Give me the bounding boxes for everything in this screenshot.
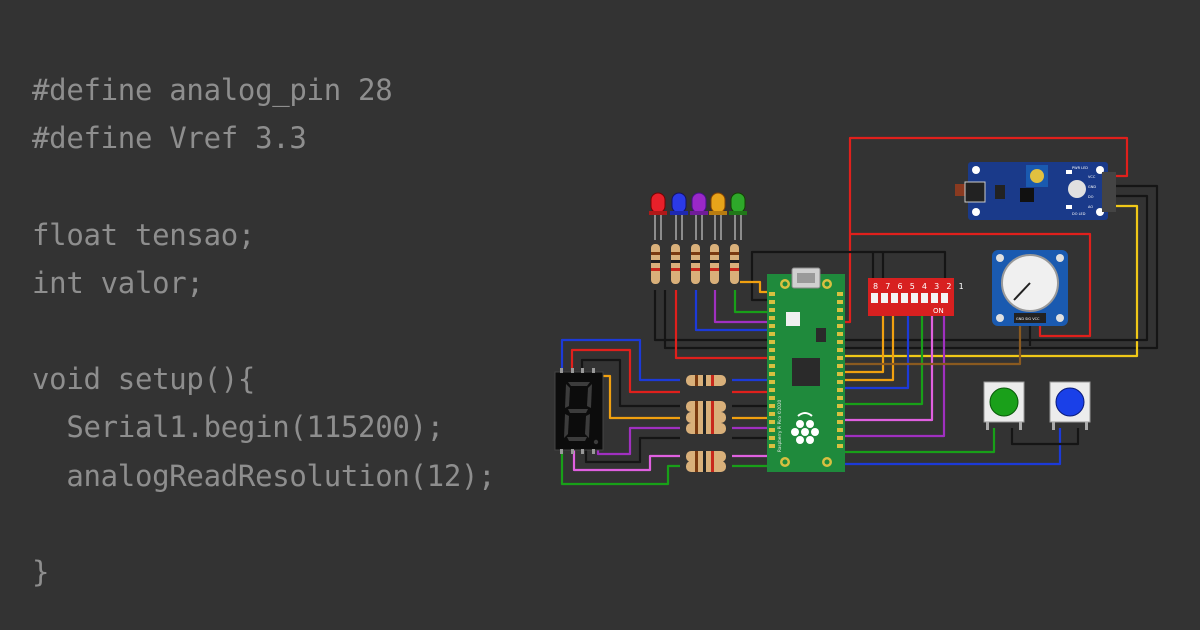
wire-black bbox=[580, 358, 680, 408]
light-sensor-module: VCC GND DO AO PWR LED DO LED bbox=[955, 162, 1116, 220]
code-line: analogReadResolution(12); bbox=[32, 458, 496, 493]
raspberry-pi-pico-board: Raspberry Pi Pico ©2020 bbox=[767, 267, 845, 472]
sensor-pin-ao: AO bbox=[1088, 205, 1093, 209]
wire-blue bbox=[838, 428, 1062, 466]
board-label: Raspberry Pi Pico ©2020 bbox=[777, 399, 782, 452]
wire-purple bbox=[838, 316, 946, 438]
dip-switch-numbers: 8 7 6 5 4 3 2 1 bbox=[873, 282, 966, 291]
wire-green bbox=[838, 316, 924, 406]
resistor-column bbox=[651, 244, 739, 284]
sensor-pin-do: DO bbox=[1088, 195, 1094, 199]
wire-red bbox=[570, 348, 680, 394]
wire-black bbox=[663, 184, 1159, 350]
wire-red bbox=[674, 290, 770, 360]
resistor bbox=[686, 401, 726, 412]
led-orange bbox=[709, 192, 727, 240]
resistor-bank bbox=[686, 375, 726, 472]
wire-black bbox=[584, 436, 680, 464]
seven-segment-display bbox=[554, 368, 604, 454]
wire-black bbox=[871, 250, 947, 278]
wire-red bbox=[838, 136, 1129, 324]
led-blue bbox=[670, 192, 688, 240]
dip-switch-on-label: ON bbox=[933, 307, 944, 315]
led-purple bbox=[690, 192, 708, 240]
pushbutton-blue[interactable] bbox=[1049, 381, 1091, 430]
sensor-led-label: DO LED bbox=[1072, 212, 1086, 216]
wire-pink bbox=[572, 450, 680, 472]
wire-blue bbox=[694, 290, 770, 332]
wire-black bbox=[1010, 428, 1080, 446]
pot-pin-labels: GND SIG VCC bbox=[1016, 317, 1040, 321]
wire-black bbox=[653, 290, 770, 342]
wire-orange bbox=[740, 280, 770, 294]
wire-black bbox=[750, 250, 873, 302]
potentiometer: GND SIG VCC bbox=[992, 250, 1068, 326]
sensor-pin-vcc: VCC bbox=[1088, 175, 1096, 179]
led-red bbox=[649, 192, 667, 240]
wire-red bbox=[850, 232, 1092, 338]
wire-pink bbox=[838, 316, 934, 422]
resistor bbox=[686, 423, 726, 434]
wire-purple bbox=[713, 290, 770, 324]
dip-switch: 8 7 6 5 4 3 2 1 ON bbox=[868, 278, 966, 316]
sensor-pin-gnd: GND bbox=[1088, 185, 1096, 189]
code-line: int valor; bbox=[32, 265, 204, 300]
wires bbox=[560, 136, 1159, 486]
wire-green bbox=[560, 450, 680, 486]
code-line: float tensao; bbox=[32, 217, 256, 252]
wire-yellow bbox=[838, 204, 1139, 358]
wire-black bbox=[838, 194, 1149, 342]
raspberry-logo-icon bbox=[791, 412, 819, 444]
code-line: void setup(){ bbox=[32, 362, 256, 397]
led-array bbox=[649, 192, 747, 284]
resistor bbox=[686, 375, 726, 386]
resistor bbox=[686, 412, 726, 423]
wire-green bbox=[733, 290, 770, 314]
wire-purple bbox=[596, 426, 680, 456]
resistor bbox=[686, 451, 726, 462]
pushbutton-green[interactable] bbox=[983, 381, 1025, 430]
code-line: } bbox=[32, 554, 50, 589]
wire-orange bbox=[838, 316, 895, 382]
resistor bbox=[686, 461, 726, 472]
code-line: #define Vref 3.3 bbox=[32, 121, 307, 156]
wire-green bbox=[838, 428, 996, 454]
wire-brown bbox=[838, 318, 1022, 366]
code-line: #define analog_pin 28 bbox=[32, 73, 393, 107]
wire-blue bbox=[838, 316, 910, 390]
sensor-led-label: PWR LED bbox=[1072, 166, 1088, 170]
wire-orange bbox=[838, 316, 885, 374]
code-line: Serial1.begin(115200); bbox=[32, 410, 444, 445]
code-editor: #define analog_pin 28 #define Vref 3.3 flo… bbox=[32, 66, 496, 596]
led-green bbox=[729, 192, 747, 240]
wire-blue bbox=[560, 338, 680, 382]
